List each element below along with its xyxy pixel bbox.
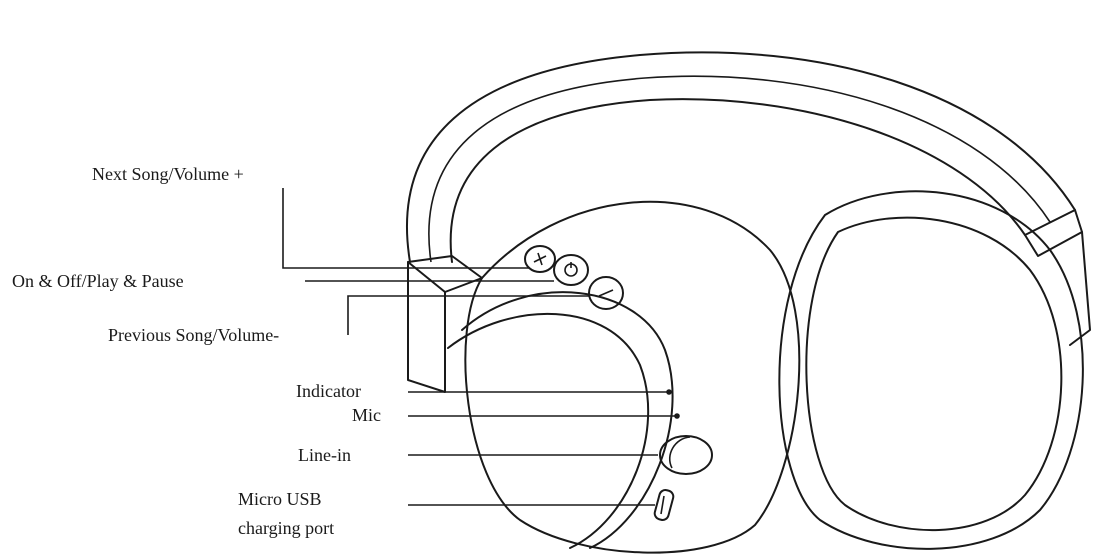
label-mic: Mic — [352, 405, 381, 425]
plus-button[interactable] — [524, 245, 556, 273]
mic-dot — [674, 413, 680, 419]
headband — [405, 51, 1091, 393]
leader-lines — [282, 188, 676, 506]
label-on-off: On & Off/Play & Pause — [12, 271, 184, 291]
indicator-dot — [666, 389, 672, 395]
label-indicator: Indicator — [296, 381, 361, 401]
micro-usb-port[interactable] — [653, 489, 675, 522]
minus-button[interactable] — [588, 276, 624, 310]
line-in-jack[interactable] — [659, 435, 713, 475]
right-ear-cup — [778, 190, 1084, 550]
label-previous-song: Previous Song/Volume- — [108, 325, 279, 345]
label-charging-port: charging port — [238, 518, 334, 538]
label-line-in: Line-in — [298, 445, 351, 465]
power-button[interactable] — [553, 254, 589, 286]
label-micro-usb: Micro USB — [238, 489, 322, 509]
label-next-song: Next Song/Volume + — [92, 164, 244, 184]
left-ear-cup — [447, 200, 801, 554]
